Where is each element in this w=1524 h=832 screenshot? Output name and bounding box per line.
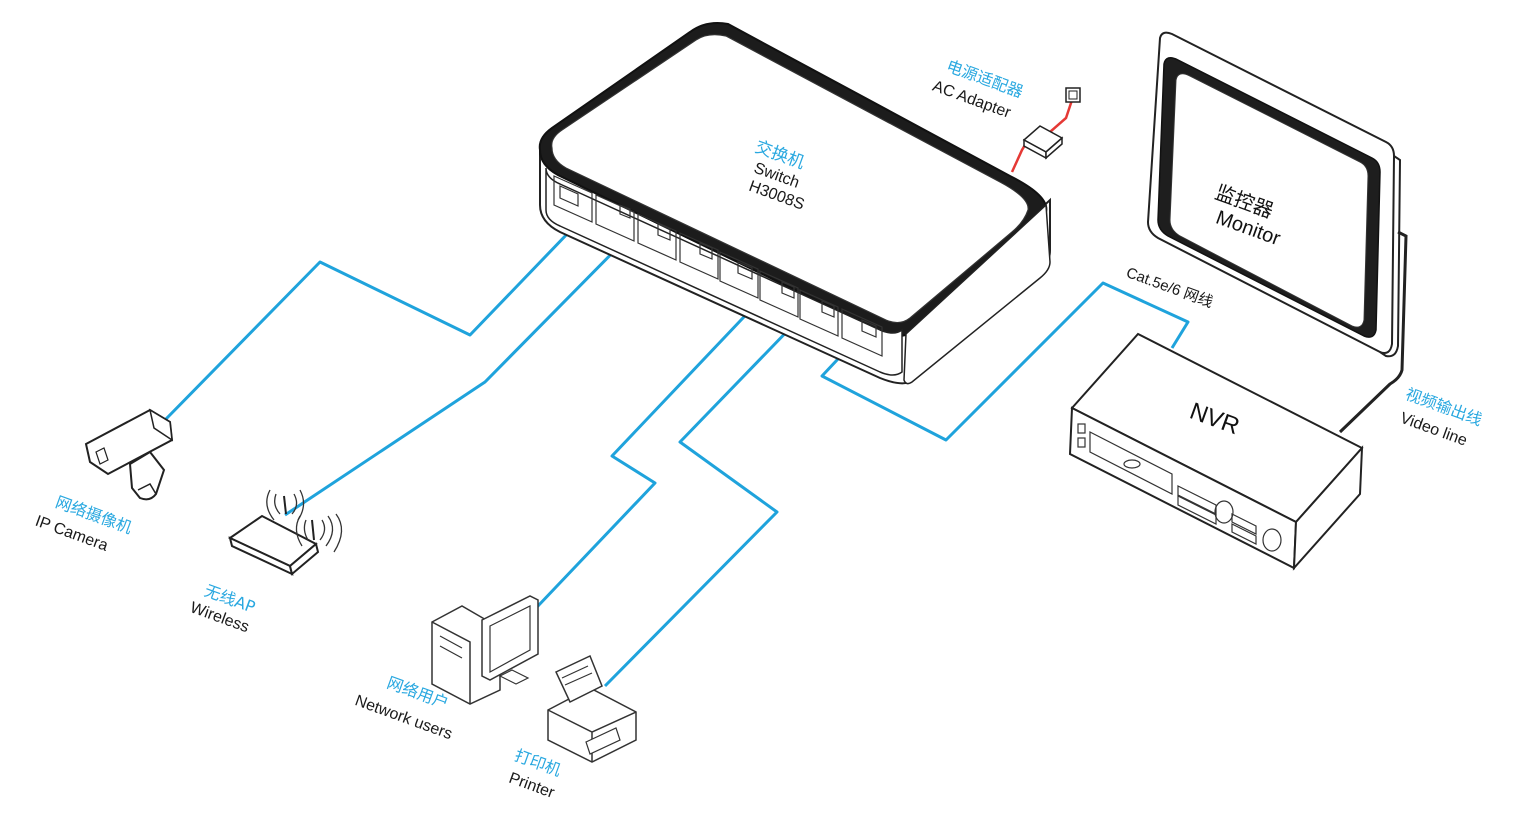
cable-printer	[603, 318, 800, 688]
switch-ports	[553, 175, 883, 357]
wifi-signal-icon	[266, 489, 343, 553]
switch-top-panel	[551, 34, 1029, 324]
wall-outlet-icon	[1065, 87, 1081, 103]
monitor-device: 监控器 Monitor	[1146, 31, 1408, 434]
switch-device: 交换机 Switch H3008S	[538, 22, 1051, 385]
cable-ip-camera	[163, 203, 597, 422]
network-user-pc-icon: 网络用户 Network users	[353, 595, 539, 743]
cable-label: Cat.5e/6 网线	[1124, 264, 1215, 311]
power-cord-upper	[1049, 99, 1074, 133]
cable-nvr	[820, 281, 1190, 442]
monitor-screen	[1169, 73, 1369, 328]
ip-camera-icon: 网络摄像机 IP Camera	[33, 408, 174, 555]
video-line-cable	[1338, 230, 1408, 434]
wireless-ap-icon: 无线AP Wireless	[188, 489, 343, 636]
cable-network-users	[535, 298, 762, 609]
nvr-device: NVR	[1068, 332, 1364, 571]
cable-wireless	[284, 228, 637, 517]
switch-front	[545, 167, 903, 376]
